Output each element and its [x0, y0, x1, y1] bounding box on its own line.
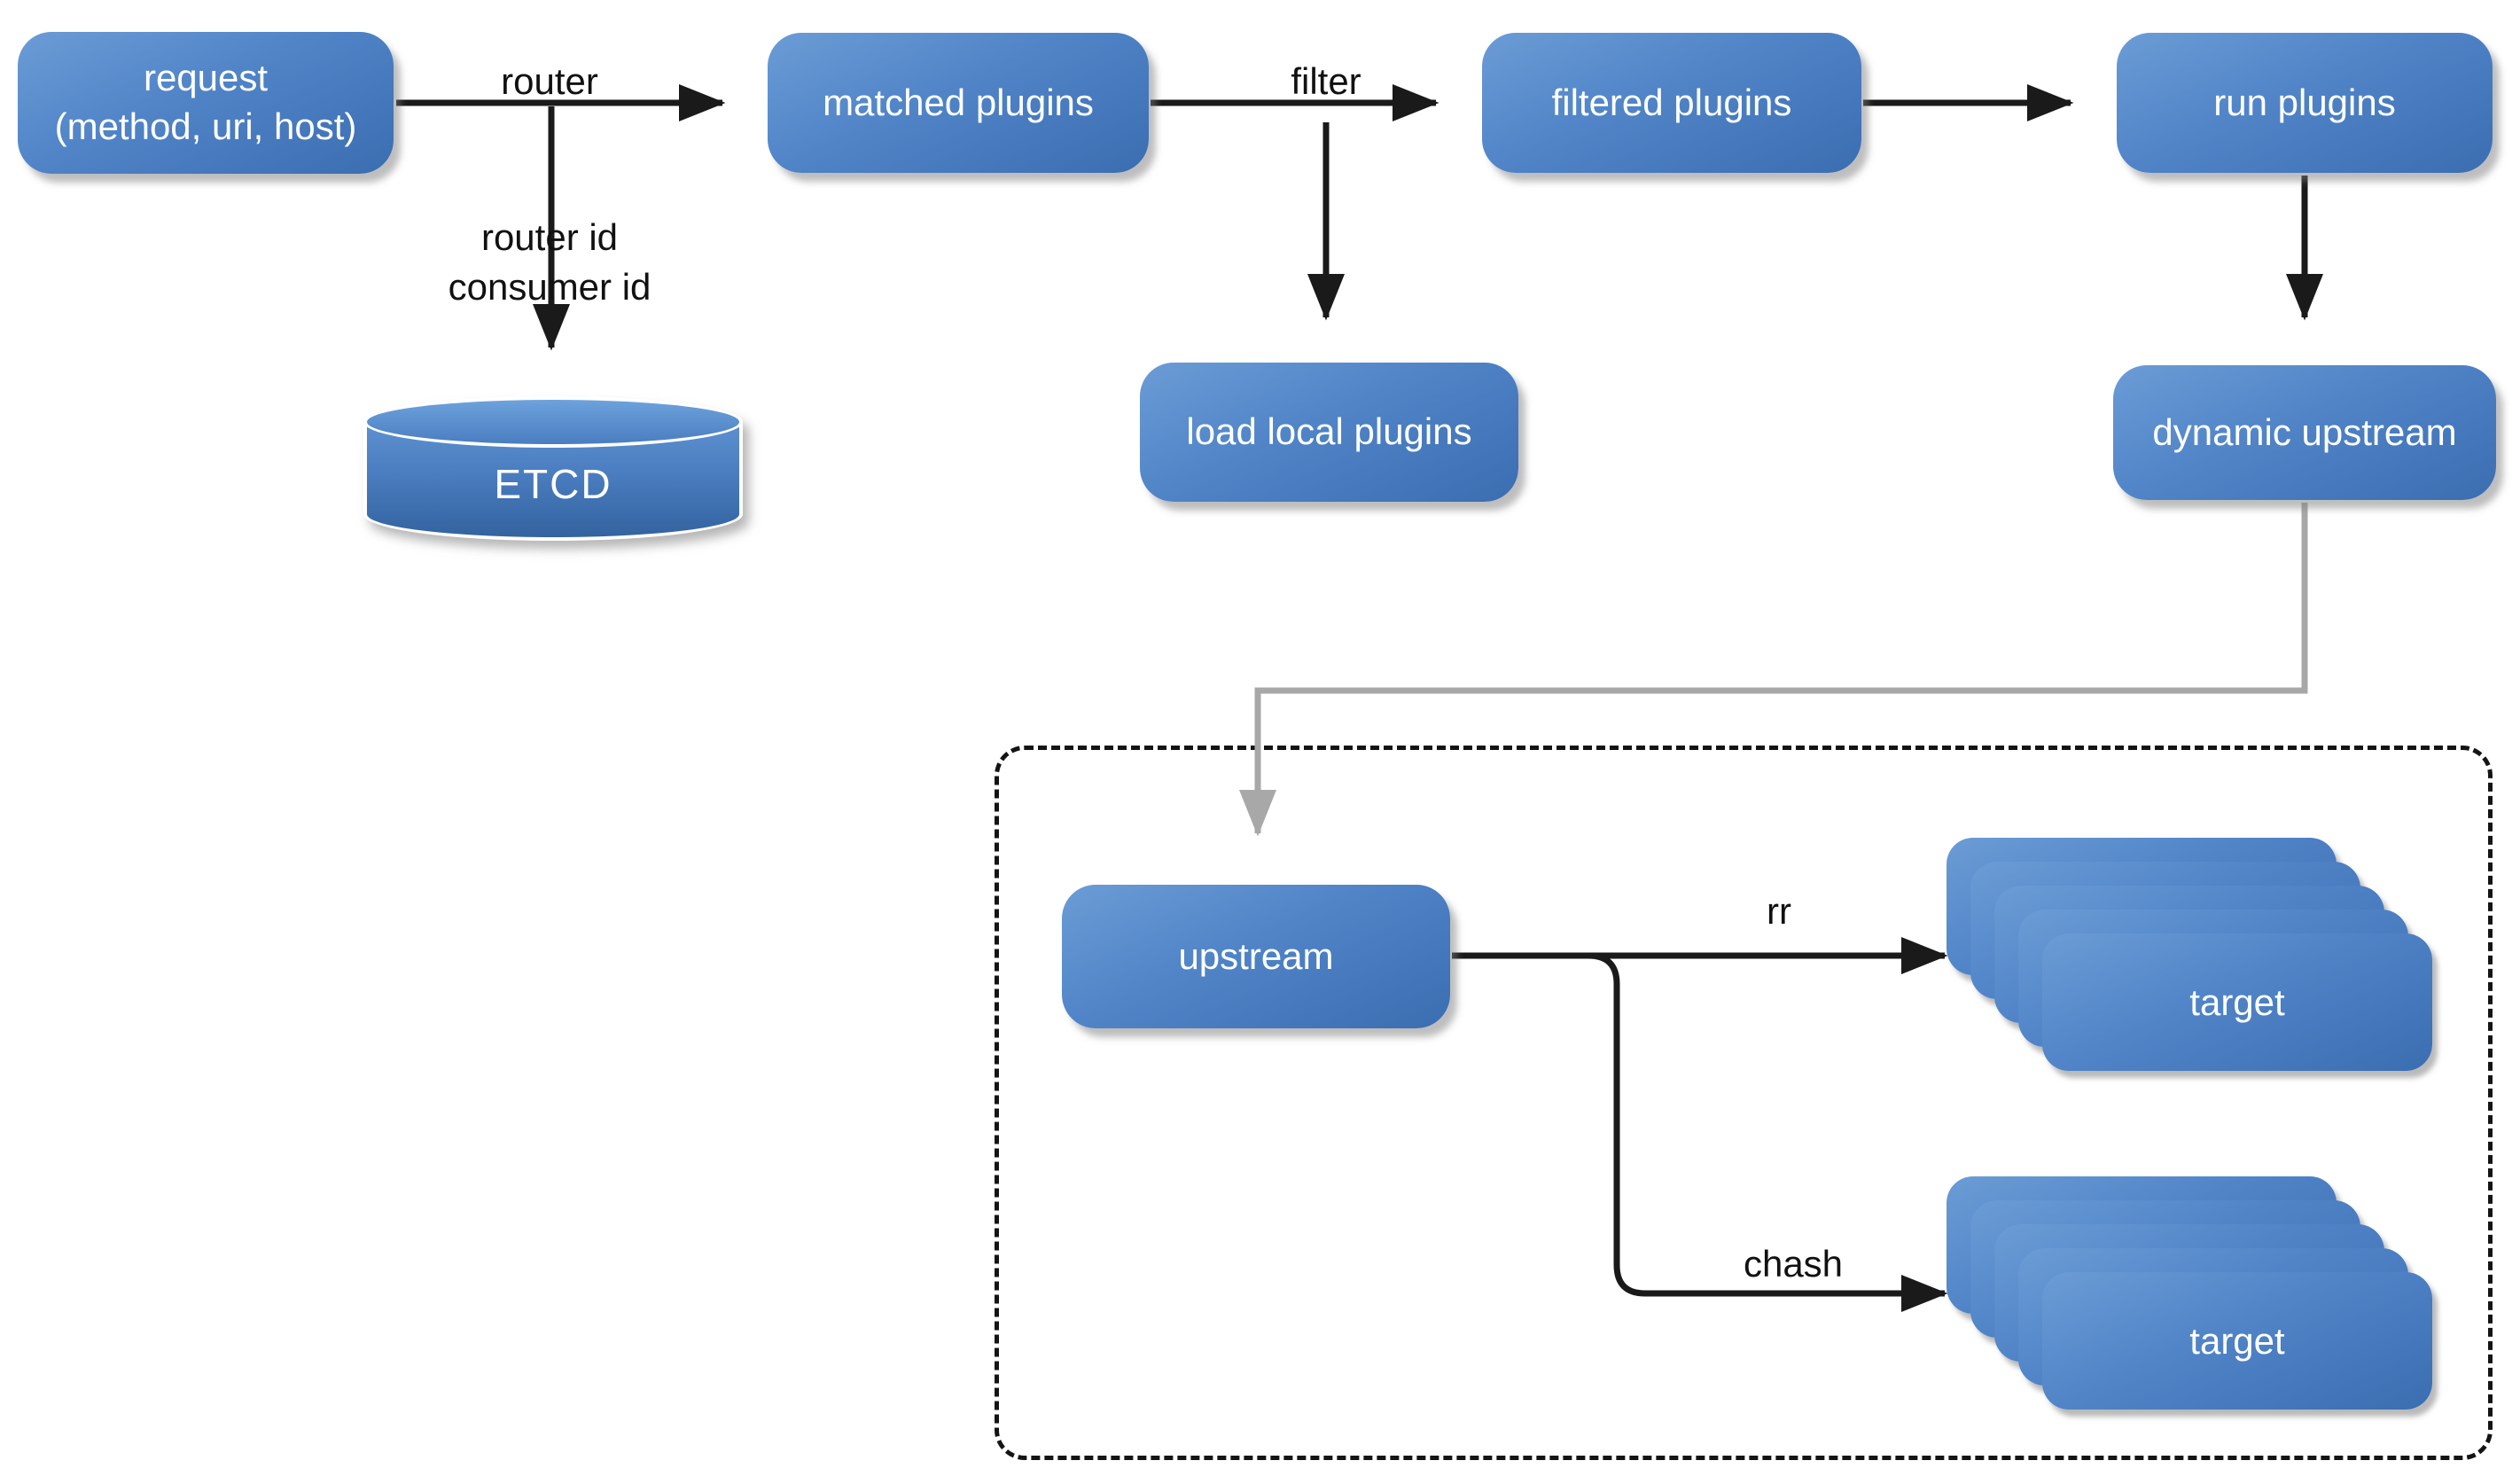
node-filtered-plugins: filtered plugins	[1482, 33, 1861, 173]
node-upstream-label: upstream	[1178, 934, 1334, 977]
etcd-cylinder-lid	[363, 396, 743, 448]
target-stack-front: target	[2042, 1272, 2432, 1410]
edge-label-filter: filter	[1291, 60, 1361, 102]
node-filtered-plugins-label: filtered plugins	[1551, 81, 1792, 123]
node-run-plugins: run plugins	[2117, 33, 2493, 173]
node-request-line1: request	[143, 57, 269, 99]
target-rr-label: target	[2189, 980, 2285, 1023]
etcd-cylinder: ETCD	[363, 396, 743, 541]
node-request: request (method, uri, host)	[18, 32, 394, 174]
node-load-local-plugins: load local plugins	[1140, 363, 1518, 502]
node-upstream: upstream	[1062, 885, 1450, 1028]
edge-label-chash: chash	[1743, 1243, 1844, 1285]
edge-label-router-id: router id	[480, 216, 619, 258]
node-matched-plugins: matched plugins	[768, 33, 1149, 173]
edge-label-consumer-id: consumer id	[448, 266, 651, 308]
node-dynamic-upstream-label: dynamic upstream	[2152, 410, 2457, 453]
target-chash-label: target	[2189, 1319, 2285, 1362]
edge-label-router: router	[501, 60, 598, 102]
target-stack-front: target	[2042, 933, 2432, 1071]
node-matched-plugins-label: matched plugins	[823, 81, 1094, 123]
target-stack-chash: target	[1947, 1176, 2433, 1410]
node-run-plugins-label: run plugins	[2213, 81, 2396, 123]
node-load-local-plugins-label: load local plugins	[1186, 410, 1472, 453]
node-request-line2: (method, uri, host)	[54, 105, 357, 147]
edge-label-ids: router id consumer id	[449, 213, 651, 312]
etcd-label: ETCD	[494, 461, 612, 507]
target-stack-rr: target	[1947, 838, 2433, 1072]
edge-label-rr: rr	[1767, 890, 1791, 932]
node-dynamic-upstream: dynamic upstream	[2113, 365, 2496, 500]
